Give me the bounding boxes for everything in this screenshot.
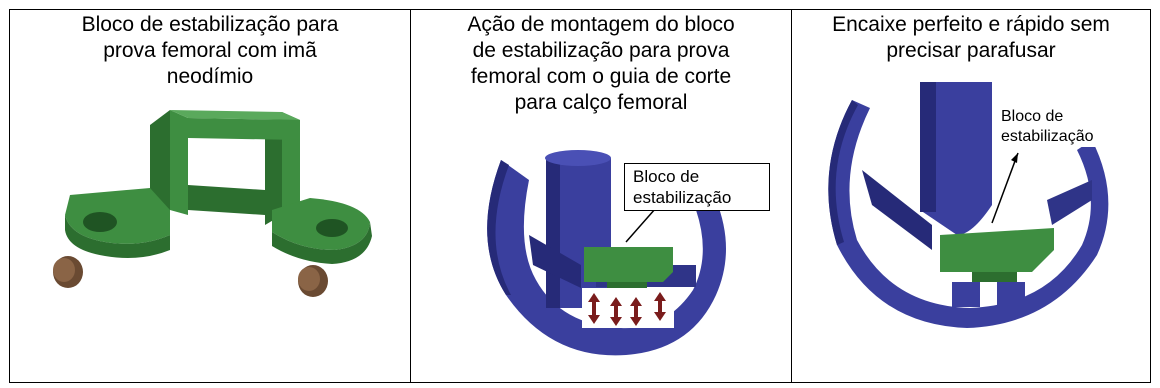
panel-magnet-block: Bloco de estabilização para prova femora… (9, 9, 411, 383)
panel-caption: Encaixe perfeito e rápido sem precisar p… (832, 13, 1110, 62)
stabilization-block-callout: Bloco de estabilização (1001, 107, 1141, 147)
femoral-trial-fitted-illustration (828, 82, 1109, 328)
femoral-trial-assembly-illustration (487, 150, 726, 356)
stabilization-block-illustration (53, 110, 372, 297)
panel-caption: Bloco de estabilização para prova femora… (81, 13, 339, 88)
figure-table: Bloco de estabilização para prova femora… (9, 9, 1151, 383)
panel-perfect-fit: Encaixe perfeito e rápido sem precisar p… (791, 9, 1151, 383)
panel-caption: Ação de montagem do bloco de estabilizaç… (467, 13, 735, 114)
stabilization-block-callout: Bloco de estabilização (624, 163, 770, 211)
panel-assembly-action: Ação de montagem do bloco de estabilizaç… (410, 9, 792, 383)
